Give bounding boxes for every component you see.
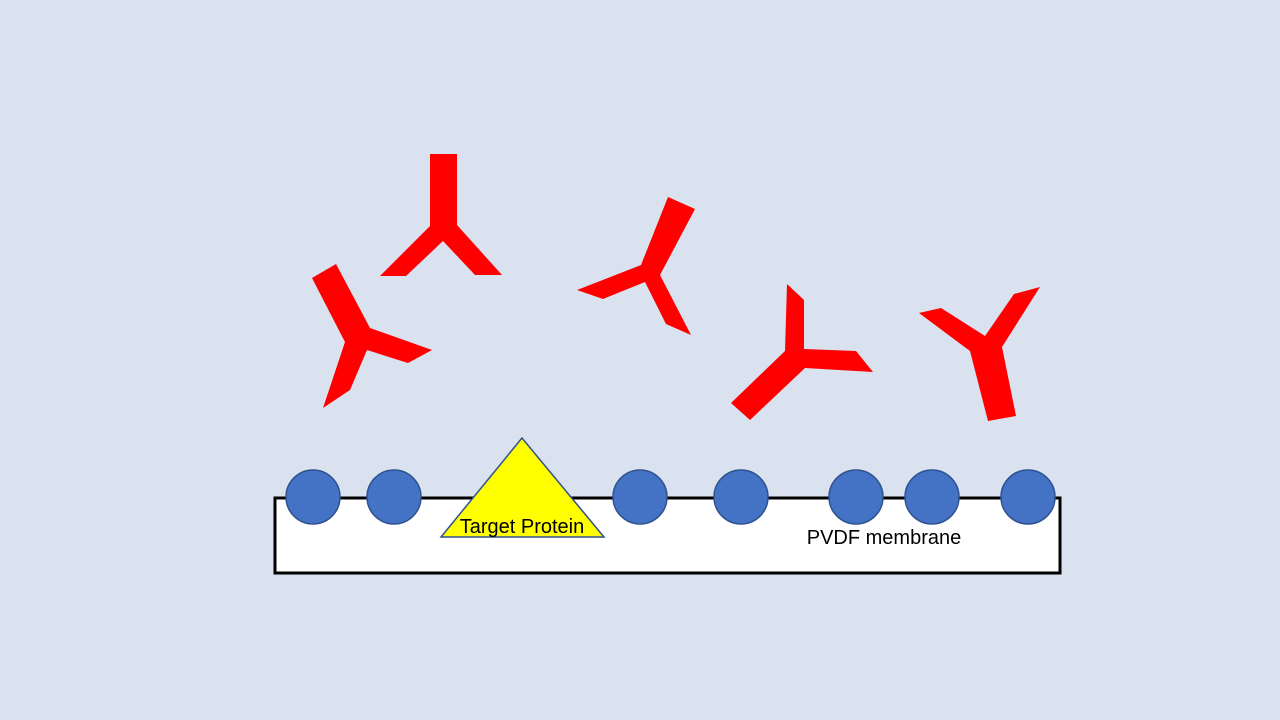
target-protein-triangle [439, 436, 606, 538]
blocking-protein [612, 469, 668, 525]
antibody [380, 154, 502, 276]
blocking-proteins [285, 469, 1056, 525]
blocking-protein [828, 469, 884, 525]
blocking-protein [713, 469, 769, 525]
antibody [731, 284, 873, 420]
antibody [577, 197, 695, 335]
blocking-protein [1000, 469, 1056, 525]
antibody [312, 264, 432, 408]
blocking-protein [904, 469, 960, 525]
antibody [919, 287, 1040, 421]
membrane-label: PVDF membrane [807, 527, 962, 549]
target-protein-label: Target Protein [460, 516, 585, 538]
blocking-protein [285, 469, 341, 525]
blocking-protein [366, 469, 422, 525]
